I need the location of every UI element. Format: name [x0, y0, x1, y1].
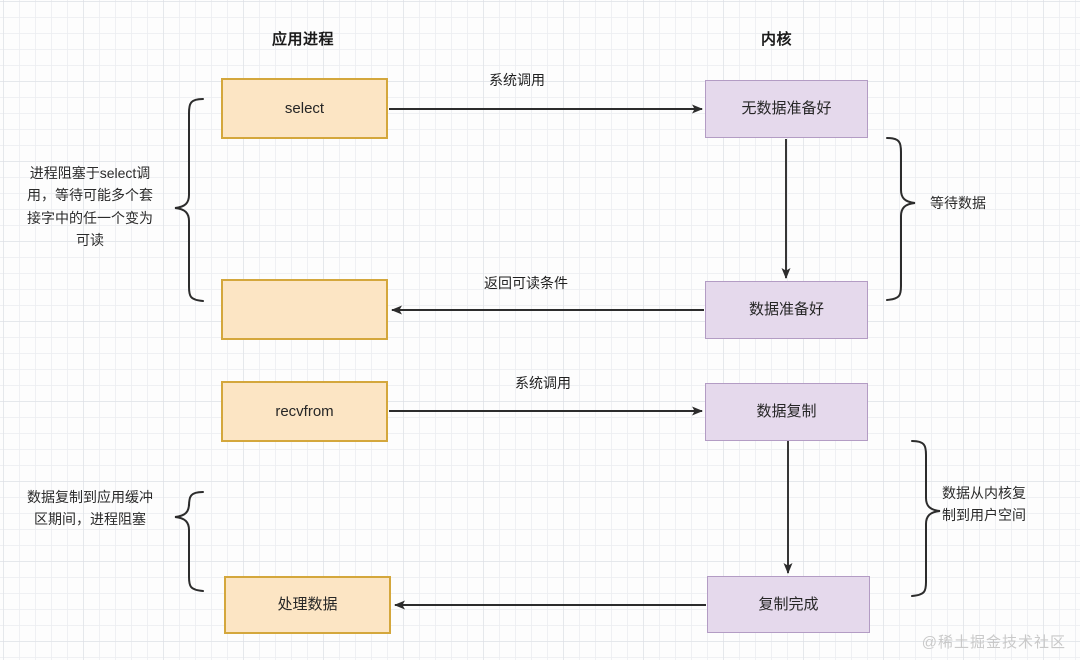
- annotation-line: 等待数据: [930, 195, 986, 211]
- watermark: @稀土掘金技术社区: [921, 634, 1066, 651]
- node-process-data[interactable]: 处理数据: [224, 576, 391, 634]
- node-data-ready[interactable]: 数据准备好: [705, 281, 868, 339]
- annotation-line: 数据复制到应用缓冲: [27, 489, 153, 505]
- column-header-app-process: 应用进程: [272, 31, 335, 48]
- edge-label-syscall-select: 系统调用: [489, 72, 545, 88]
- annotation-line: 制到用户空间: [942, 507, 1026, 524]
- annotation-right-copy-to-user: 数据从内核复 制到用户空间: [942, 482, 1072, 527]
- node-recvfrom-label: recvfrom: [275, 402, 334, 420]
- annotation-line: 区期间，进程阻塞: [34, 511, 146, 528]
- edge-label-syscall-recvfrom: 系统调用: [515, 375, 571, 391]
- node-data-copy-label: 数据复制: [756, 403, 817, 421]
- brace-right-copy-to-user: [911, 440, 941, 597]
- node-no-data-ready[interactable]: 无数据准备好: [705, 80, 868, 138]
- brace-left-copy-block: [174, 491, 204, 592]
- brace-left-select-block: [174, 98, 204, 302]
- annotation-left-block-select: 进程阻塞于select调 用，等待可能多个套 接字中的任一个变为 可读: [10, 162, 170, 252]
- annotation-line: 用，等待可能多个套: [27, 187, 153, 204]
- annotation-right-wait-data: 等待数据: [930, 192, 1080, 214]
- node-no-data-ready-label: 无数据准备好: [741, 100, 832, 118]
- annotation-left-block-copy: 数据复制到应用缓冲 区期间，进程阻塞: [5, 486, 175, 531]
- annotation-line: 可读: [76, 232, 104, 249]
- node-copy-complete[interactable]: 复制完成: [707, 576, 870, 633]
- node-copy-complete-label: 复制完成: [758, 595, 819, 613]
- node-data-ready-label: 数据准备好: [748, 301, 824, 319]
- annotation-line: 进程阻塞于select调: [29, 165, 151, 181]
- node-app-blocked-empty[interactable]: [221, 279, 388, 340]
- column-header-kernel: 内核: [761, 31, 793, 48]
- annotation-line: 接字中的任一个变为: [27, 209, 153, 226]
- brace-right-wait-data: [886, 137, 916, 301]
- node-select-label: select: [284, 99, 325, 117]
- node-data-copy[interactable]: 数据复制: [705, 383, 868, 441]
- edge-label-return-readable: 返回可读条件: [484, 275, 568, 291]
- node-process-data-label: 处理数据: [277, 596, 338, 614]
- node-recvfrom[interactable]: recvfrom: [221, 381, 388, 442]
- annotation-line: 数据从内核复: [942, 485, 1026, 501]
- node-select[interactable]: select: [221, 78, 388, 139]
